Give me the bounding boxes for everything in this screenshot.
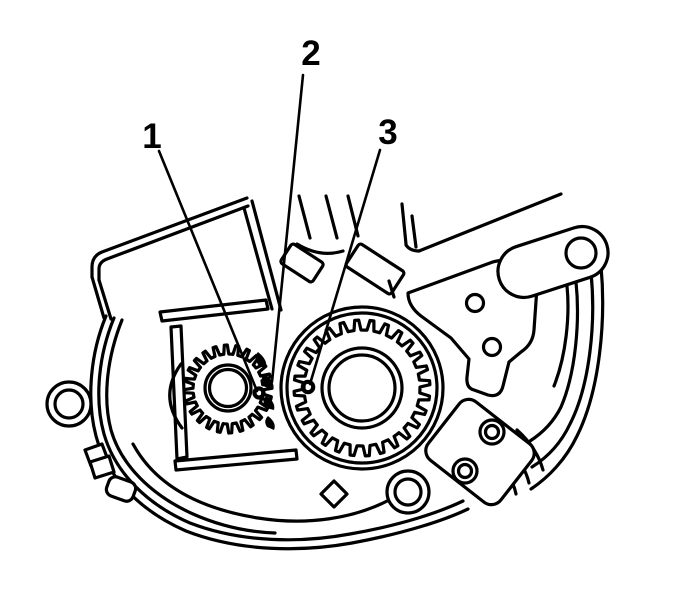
callout-2-label: 2 <box>301 34 320 73</box>
tensioner-arm-links <box>528 264 605 491</box>
sprocket-hub-outer <box>320 346 404 430</box>
cover-details <box>45 380 431 515</box>
bracket-hole-upper <box>464 292 486 314</box>
crankshaft-sprocket <box>279 305 445 471</box>
front-cover-outline <box>89 196 470 551</box>
alignment-mark-sprocket <box>300 379 316 395</box>
retainer-bottom-bar <box>173 448 299 472</box>
gear-mesh-shading <box>255 352 275 430</box>
balance-shaft-gear <box>182 343 274 435</box>
alignment-mark-gear <box>252 386 266 400</box>
gear-retainer-plate <box>158 298 299 472</box>
bracket-bolt-lower <box>451 457 479 485</box>
diamond-port <box>319 479 349 509</box>
bottom-boss <box>385 469 431 515</box>
gear-hub-outer <box>203 363 253 413</box>
bracket-bolt-upper <box>478 418 506 446</box>
cover-right-edge-outer <box>250 199 283 312</box>
rim-tab-mid <box>88 454 116 480</box>
cover-right-edge-inner <box>242 206 274 311</box>
engine-block-edge <box>417 192 563 253</box>
callout-3-label: 3 <box>378 113 397 152</box>
pivot-bolt-hole <box>564 236 598 270</box>
callout-3-leader-line <box>308 148 382 386</box>
callout-2-leader-line <box>270 73 305 384</box>
guide-channel-line-1 <box>400 202 408 246</box>
cover-band-inner <box>105 318 277 535</box>
mounting-bracket <box>424 397 536 507</box>
rim-lug <box>104 475 138 503</box>
cover-inner-arc <box>131 442 391 523</box>
callout-leader-lines <box>157 73 382 393</box>
gear-hub-inner <box>207 367 249 409</box>
guide-channel-line-2 <box>410 214 418 249</box>
callout-1-label: 1 <box>142 117 161 156</box>
guide-block-right <box>344 242 406 296</box>
cover-band-middle <box>97 316 465 542</box>
retainer-top-bar <box>158 298 270 323</box>
cover-top-edge-outer <box>90 196 249 279</box>
pump-boss-arc <box>168 362 184 430</box>
sprocket-hub-inner <box>327 353 397 423</box>
cover-left-edge-inner <box>97 278 113 321</box>
cover-left-edge-outer <box>90 275 106 320</box>
callout-1-leader-line <box>157 149 259 393</box>
tensioner-pivot-arm <box>496 224 610 300</box>
bracket-hole-lower <box>481 336 503 358</box>
cover-top-edge-inner <box>97 204 250 282</box>
